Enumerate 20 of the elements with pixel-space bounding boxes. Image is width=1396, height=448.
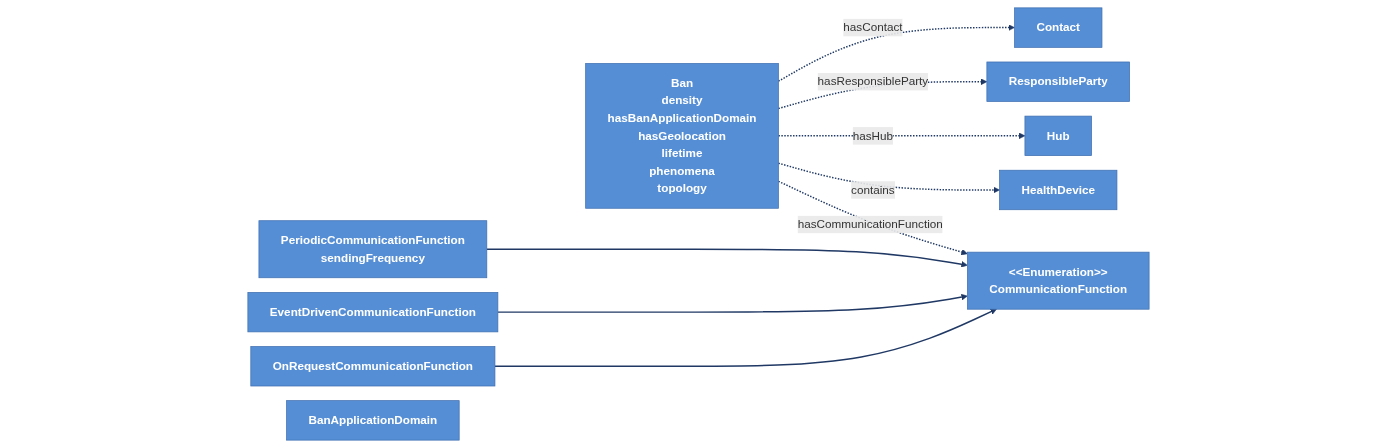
arrow bbox=[493, 308, 997, 367]
arrow bbox=[777, 24, 1015, 82]
node-box: PeriodicCommunicationFunction sendingFrequency bbox=[258, 220, 487, 279]
node-box: Ban density hasBanApplicationDomain hasGeolocation lifetime phenomena topology bbox=[584, 63, 779, 209]
node-box: ResponsibleParty bbox=[986, 61, 1130, 102]
node-box: Contact bbox=[1013, 7, 1102, 48]
node-box: BanApplicationDomain bbox=[285, 400, 460, 441]
edge-label: hasHub bbox=[852, 129, 893, 142]
node-box: OnRequestCommunicationFunction bbox=[249, 346, 495, 387]
arrow bbox=[496, 293, 968, 313]
node-box: HealthDevice bbox=[998, 169, 1117, 211]
edge-label: hasResponsibleParty bbox=[817, 75, 928, 88]
arrow bbox=[485, 248, 968, 268]
edge-label: hasContact bbox=[842, 21, 903, 34]
arrow bbox=[777, 180, 968, 256]
node-box: <<Enumeration>> CommunicationFunction bbox=[966, 251, 1149, 310]
node-box: Hub bbox=[1024, 115, 1092, 156]
edge-label: contains bbox=[850, 183, 895, 196]
edge-label: hasCommunicationFunction bbox=[797, 217, 943, 231]
node-box: EventDrivenCommunicationFunction bbox=[247, 292, 498, 333]
